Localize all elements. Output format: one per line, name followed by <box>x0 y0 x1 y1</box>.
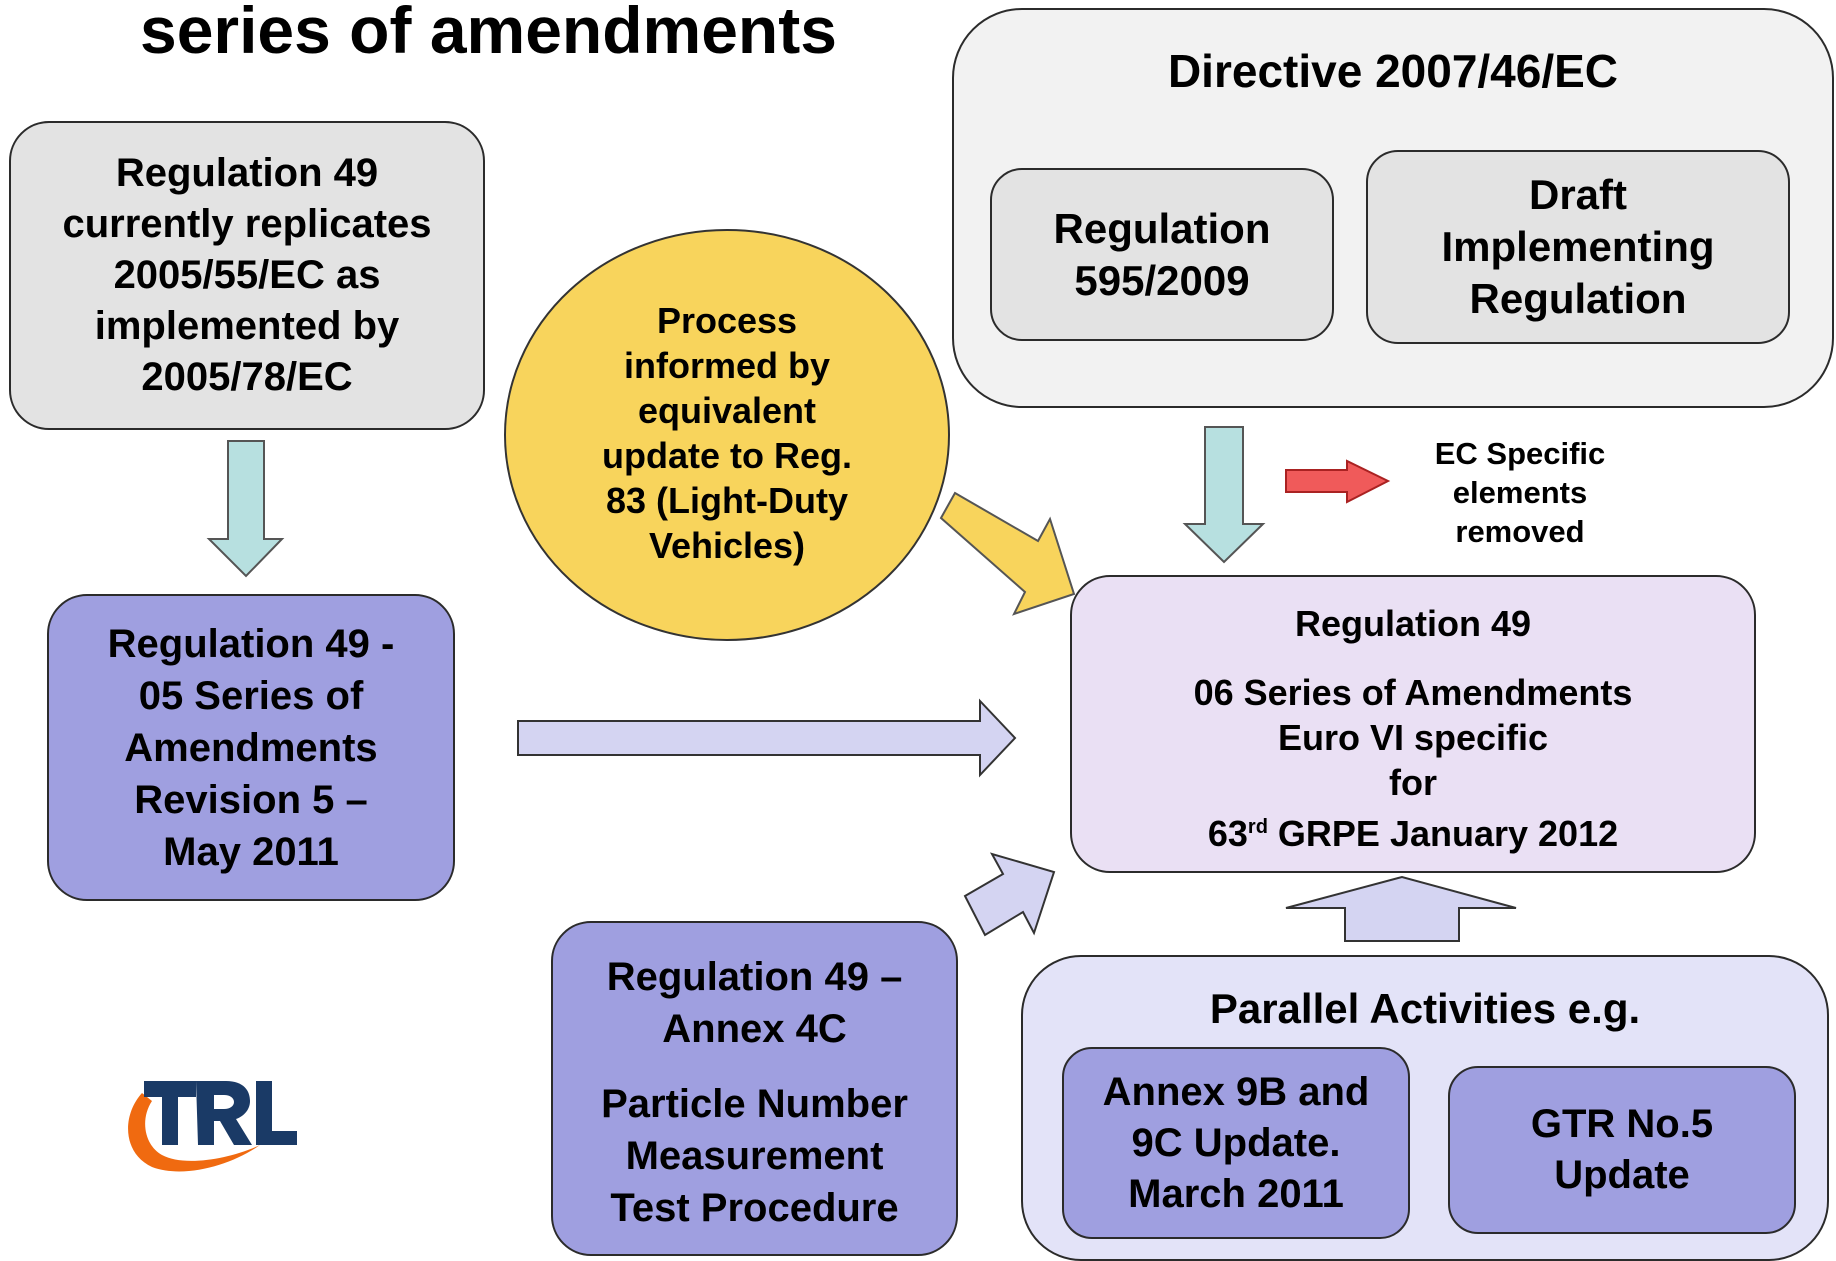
reg49-06-line-4: 63rd GRPE January 2012 <box>1072 805 1754 856</box>
horizontal-arrow <box>517 698 1017 778</box>
trl-logo-swoosh <box>128 1093 260 1172</box>
reg595-box: Regulation 595/2009 <box>990 168 1334 341</box>
reg49-05-line-3: Amendments <box>124 725 378 770</box>
ec-specific-line-3: removed <box>1455 514 1585 549</box>
reg49-06-ordinal-suffix: rd <box>1247 816 1268 838</box>
down-arrow-left <box>206 440 285 578</box>
reg49-current-line-1: Regulation 49 <box>115 151 379 195</box>
reg595-line-2: 595/2009 <box>1074 256 1250 304</box>
yellow-diagonal-arrow <box>939 491 1076 616</box>
annex-4c-body: Particle Number Measurement Test Procedu… <box>553 1078 956 1234</box>
reg49-06-line-3: for <box>1389 762 1437 803</box>
reg49-06-series-box: Regulation 49 06 Series of Amendments Eu… <box>1070 575 1756 873</box>
annex-4c-body-line-1: Particle Number <box>601 1082 908 1126</box>
draft-line-2: Implementing <box>1441 223 1715 270</box>
reg49-06-body: 06 Series of Amendments Euro VI specific… <box>1072 670 1754 856</box>
process-line-1: Process <box>656 300 798 341</box>
directive-title: Directive 2007/46/EC <box>1167 45 1619 97</box>
annex-4c-box: Regulation 49 – Annex 4C Particle Number… <box>551 921 958 1256</box>
annex-9b-line-3: March 2011 <box>1128 1171 1344 1216</box>
reg49-current-line-2: currently replicates <box>62 202 432 246</box>
draft-line-3: Regulation <box>1469 275 1687 322</box>
trl-logo-letters <box>144 1081 297 1145</box>
lower-diagonal-arrow <box>963 852 1056 937</box>
process-line-5: 83 (Light-Duty <box>606 480 848 521</box>
process-circle-text: Process informed by equivalent update to… <box>545 298 909 568</box>
reg49-06-ordinal: 63 <box>1207 813 1248 854</box>
ec-specific-label: EC Specific elements removed <box>1400 434 1640 551</box>
red-arrow <box>1285 459 1391 504</box>
reg49-current-box: Regulation 49 currently replicates 2005/… <box>9 121 485 430</box>
reg49-05-line-5: May 2011 <box>163 829 339 874</box>
gtr5-box: GTR No.5 Update <box>1448 1066 1796 1234</box>
reg49-06-meeting: GRPE January 2012 <box>1267 813 1619 854</box>
reg49-current-line-4: implemented by <box>94 304 400 348</box>
process-line-4: update to Reg. <box>602 435 852 476</box>
ec-specific-line-1: EC Specific <box>1434 436 1606 471</box>
reg49-05-series-box: Regulation 49 - 05 Series of Amendments … <box>47 594 455 901</box>
annex-4c-body-line-3: Test Procedure <box>610 1186 899 1230</box>
reg49-current-line-3: 2005/55/EC as <box>113 253 381 297</box>
annex-9b-line-1: Annex 9B and <box>1102 1069 1370 1114</box>
process-circle-shape <box>504 229 950 641</box>
page-title: series of amendments <box>140 0 837 67</box>
reg49-06-line-1: 06 Series of Amendments <box>1193 672 1633 713</box>
reg49-05-line-2: 05 Series of <box>138 673 364 718</box>
gtr5-line-2: Update <box>1554 1153 1690 1197</box>
annex-9b-line-2: 9C Update. <box>1131 1120 1341 1165</box>
reg49-06-line-2: Euro VI specific <box>1277 717 1549 758</box>
gtr5-line-1: GTR No.5 <box>1530 1102 1714 1146</box>
trl-logo <box>128 1081 297 1172</box>
process-line-3: equivalent <box>637 390 817 431</box>
annex-4c-title: Regulation 49 – Annex 4C <box>553 951 956 1055</box>
parallel-activities-title: Parallel Activities e.g. <box>1209 985 1641 1032</box>
draft-line-1: Draft <box>1528 171 1627 218</box>
down-arrow-right <box>1182 426 1266 564</box>
annex-4c-title-line-1: Regulation 49 – <box>606 955 903 999</box>
up-arrow <box>1285 875 1517 942</box>
draft-implementing-box: Draft Implementing Regulation <box>1366 150 1790 344</box>
annex-4c-title-line-2: Annex 4C <box>662 1007 847 1051</box>
annex-9b-box: Annex 9B and 9C Update. March 2011 <box>1062 1047 1410 1239</box>
annex-4c-body-line-2: Measurement <box>625 1134 884 1178</box>
reg49-05-line-1: Regulation 49 - <box>107 621 395 666</box>
process-line-2: informed by <box>623 345 830 386</box>
reg49-current-line-5: 2005/78/EC <box>141 355 353 399</box>
process-line-6: Vehicles) <box>648 525 806 566</box>
ec-specific-line-2: elements <box>1452 475 1588 510</box>
reg49-06-title: Regulation 49 <box>1294 603 1532 644</box>
reg49-05-line-4: Revision 5 – <box>134 777 368 822</box>
reg595-line-1: Regulation <box>1053 204 1271 252</box>
